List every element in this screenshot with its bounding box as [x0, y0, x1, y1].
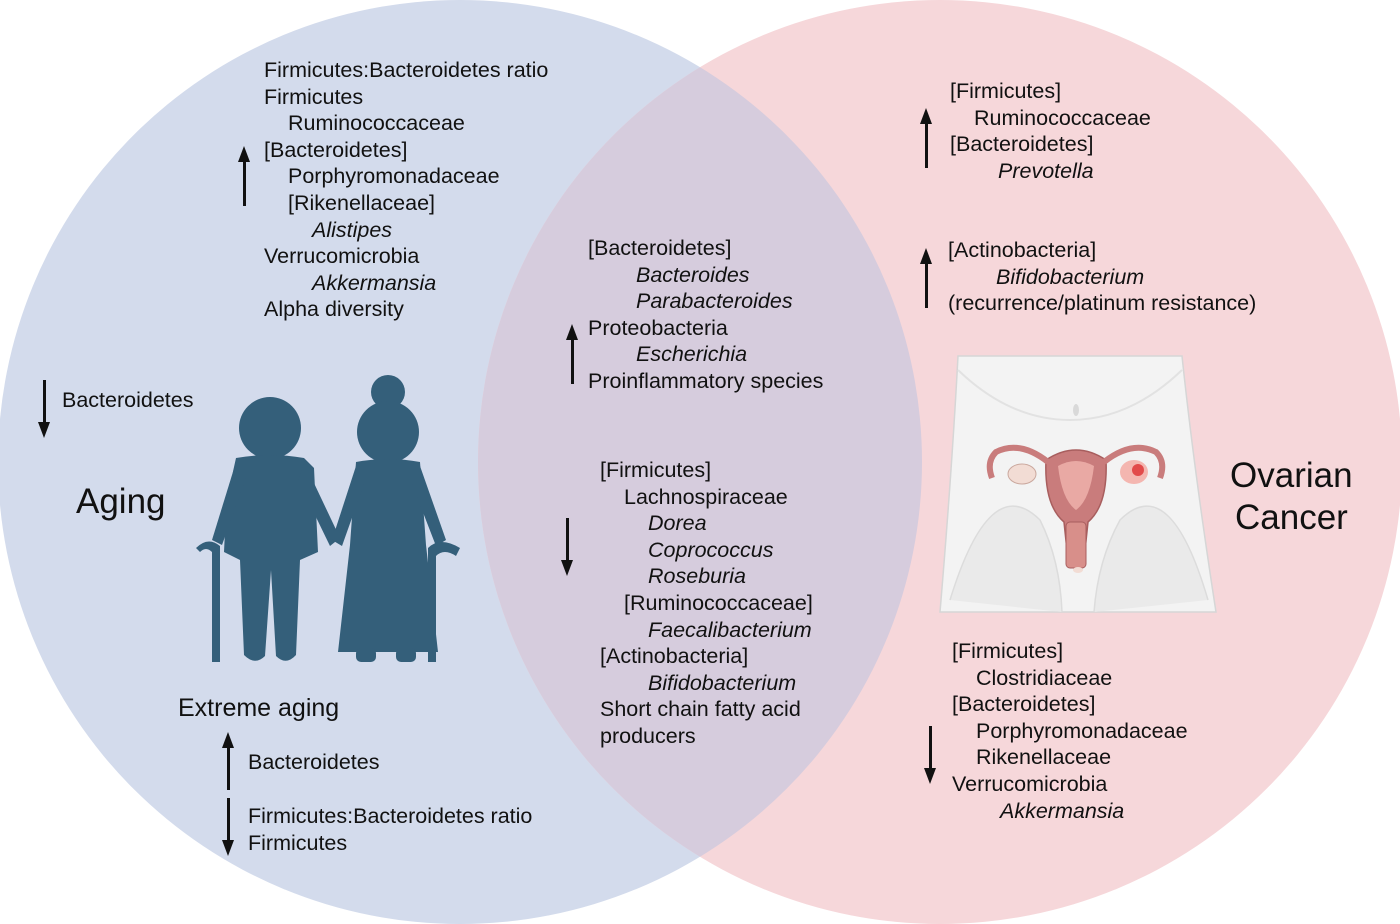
taxon-item: Firmicutes [264, 84, 364, 109]
taxon-item: Verrucomicrobia [952, 771, 1108, 796]
up-arrow-icon [222, 732, 234, 790]
taxon-item: Rikenellaceae [976, 745, 1112, 770]
taxon-item: Escherichia [636, 342, 748, 367]
extreme-aging-increased-list: Bacteroidetes [248, 749, 379, 776]
taxon-item: Parabacteroides [636, 289, 793, 314]
taxon-item: Prevotella [998, 158, 1094, 183]
taxon-item: [Firmicutes] [600, 458, 712, 482]
taxon-item: [Firmicutes] [952, 639, 1064, 663]
taxon-item: Porphyromonadaceae [976, 718, 1188, 743]
ovarian-increased-list-1: [Firmicutes]Ruminococcaceae[Bacteroidete… [950, 78, 1151, 184]
taxon-item: [Ruminococcaceae] [624, 590, 813, 615]
taxon-item: producers [600, 723, 696, 748]
taxon-item: Bacteroidetes [248, 750, 380, 774]
taxon-item: Akkermansia [1000, 798, 1125, 823]
taxon-item: Verrucomicrobia [264, 244, 420, 269]
taxon-item: Coprococcus [648, 537, 774, 562]
taxon-item: [Actinobacteria] [600, 644, 749, 669]
taxon-item: Ruminococcaceae [288, 111, 465, 136]
up-arrow-icon [238, 146, 250, 206]
taxon-item: Clostridiaceae [976, 665, 1113, 690]
taxon-item: [Bacteroidetes] [588, 236, 732, 260]
down-arrow-icon [561, 518, 573, 576]
taxon-item: Firmicutes:Bacteroidetes ratio [248, 804, 533, 828]
taxon-item: Porphyromonadaceae [288, 164, 500, 189]
taxon-item: Bifidobacterium [648, 670, 797, 695]
elderly-couple-icon [196, 375, 460, 662]
taxon-item: [Rikenellaceae] [288, 190, 436, 215]
overlap-region [478, 0, 922, 924]
taxon-item: Akkermansia [312, 270, 437, 295]
taxon-item: [Bacteroidetes] [950, 132, 1094, 157]
taxon-item: Firmicutes:Bacteroidetes ratio [264, 58, 549, 82]
taxon-item: Bacteroides [636, 262, 750, 287]
taxon-item: Firmicutes [248, 830, 348, 855]
ovarian-decreased-list: [Firmicutes]Clostridiaceae[Bacteroidetes… [952, 638, 1188, 824]
taxon-item: Alpha diversity [264, 297, 404, 322]
taxon-item: (recurrence/platinum resistance) [948, 291, 1257, 316]
taxon-item: Lachnospiraceae [624, 484, 788, 509]
down-arrow-icon [38, 380, 50, 438]
extreme-aging-label: Extreme aging [178, 694, 340, 722]
ovarian-cancer-title-line2: Cancer [1235, 498, 1348, 537]
taxon-item: Proteobacteria [588, 315, 728, 340]
ovarian-cancer-title-line1: Ovarian [1230, 456, 1353, 495]
ovarian-increased-list-2: [Actinobacteria]Bifidobacterium(recurren… [948, 237, 1256, 317]
taxon-item: Alistipes [312, 217, 393, 242]
taxon-item: Dorea [648, 511, 707, 536]
taxon-item: [Bacteroidetes] [264, 137, 408, 162]
aging-decreased-list: Bacteroidetes [62, 387, 193, 414]
taxon-item: Proinflammatory species [588, 368, 824, 393]
taxon-item: Ruminococcaceae [974, 105, 1151, 130]
taxon-item: [Actinobacteria] [948, 238, 1097, 262]
taxon-item: [Firmicutes] [950, 79, 1062, 103]
up-arrow-icon [920, 248, 932, 308]
taxon-item: Bifidobacterium [996, 264, 1145, 289]
up-arrow-icon [566, 324, 578, 384]
taxon-item: [Bacteroidetes] [952, 692, 1096, 717]
aging-title: Aging [76, 482, 166, 521]
up-arrow-icon [920, 108, 932, 168]
down-arrow-icon [924, 726, 936, 784]
taxon-item: Bacteroidetes [62, 388, 194, 412]
taxon-item: Faecalibacterium [648, 617, 812, 642]
down-arrow-icon [222, 798, 234, 856]
uterus-illustration-icon [939, 355, 1217, 613]
taxon-item: Roseburia [648, 564, 746, 589]
taxon-item: Short chain fatty acid [600, 697, 801, 722]
